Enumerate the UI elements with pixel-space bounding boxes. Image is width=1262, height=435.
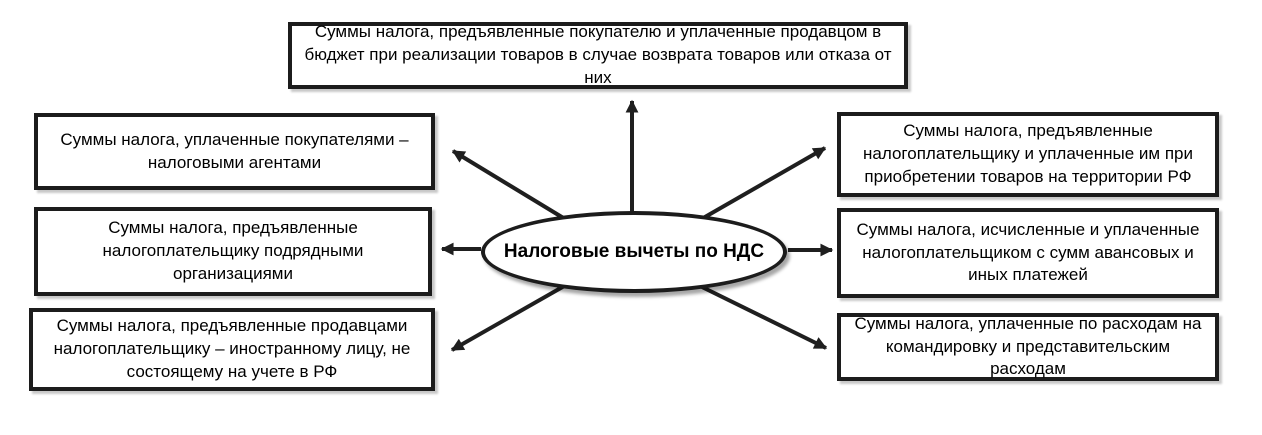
- arrow-to-right-3: [699, 284, 828, 350]
- node-box-left-1: Суммы налога, уплаченные покупателями – …: [34, 113, 435, 190]
- node-box-right-1: Суммы налога, предъявленные налогоплател…: [837, 112, 1219, 197]
- node-box-top: Суммы налога, предъявленные покупателю и…: [288, 22, 908, 89]
- node-text-right-2: Суммы налога, исчисленные и уплаченные н…: [856, 219, 1200, 285]
- arrow-to-right-1: [697, 146, 827, 223]
- arrow-to-left-1: [451, 149, 572, 224]
- node-text-top: Суммы налога, предъявленные покупателю и…: [304, 22, 892, 87]
- node-box-left-2: Суммы налога, предъявленные налогоплател…: [34, 207, 432, 296]
- center-ellipse-node: Налоговые вычеты по НДС: [481, 211, 787, 293]
- node-box-left-3: Суммы налога, предъявленные продавцами н…: [29, 308, 435, 391]
- node-box-right-3: Суммы налога, уплаченные по расходам на …: [837, 313, 1219, 381]
- node-text-left-2: Суммы налога, предъявленные налогоплател…: [102, 218, 364, 283]
- node-box-right-2: Суммы налога, исчисленные и уплаченные н…: [837, 208, 1219, 298]
- node-text-left-1: Суммы налога, уплаченные покупателями – …: [60, 129, 409, 172]
- node-text-right-3: Суммы налога, уплаченные по расходам на …: [854, 313, 1202, 379]
- center-ellipse-label: Налоговые вычеты по НДС: [503, 241, 765, 262]
- arrow-to-left-3: [450, 283, 567, 352]
- node-text-right-1: Суммы налога, предъявленные налогоплател…: [863, 121, 1193, 186]
- node-text-left-3: Суммы налога, предъявленные продавцами н…: [53, 316, 411, 381]
